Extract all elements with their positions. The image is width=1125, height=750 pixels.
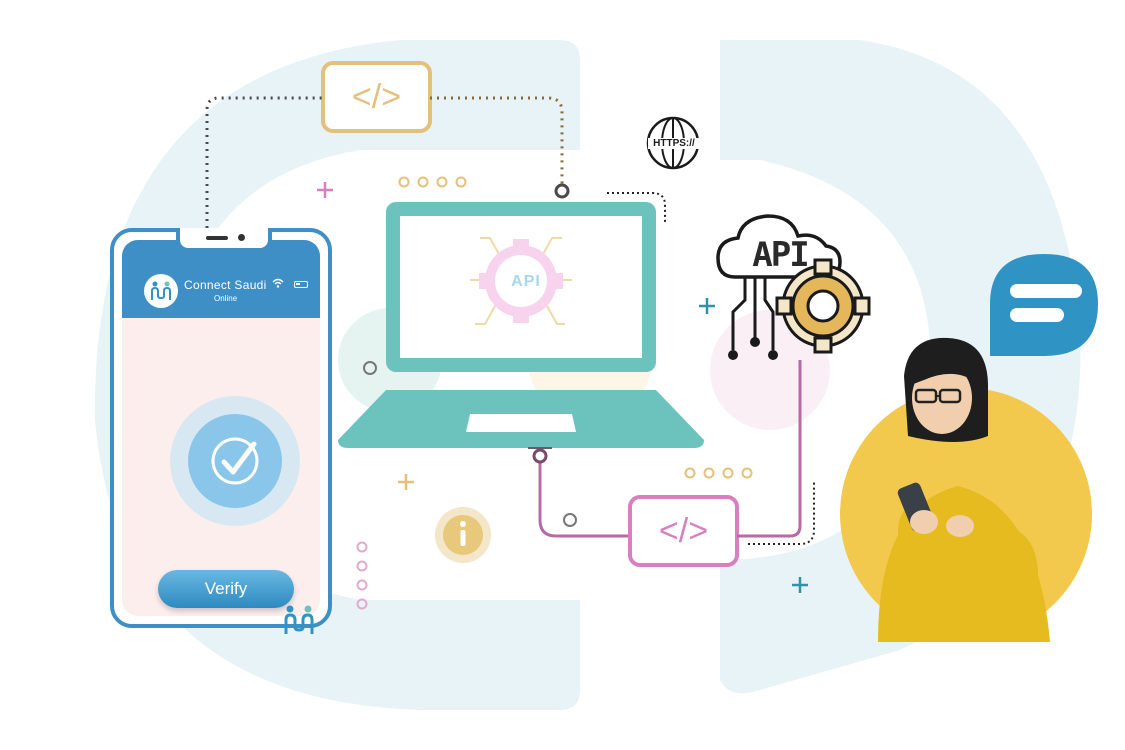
phone-mockup: Connect Saudi Online Verify	[110, 228, 332, 628]
app-logo-icon	[144, 274, 178, 308]
laptop-api-gear-icon	[470, 237, 572, 325]
camera-dot	[238, 234, 245, 241]
laptop-display	[400, 216, 642, 358]
checkmark-icon	[188, 414, 282, 508]
phone-screen: Connect Saudi Online Verify	[122, 240, 320, 616]
https-label: HTTPS://	[648, 138, 700, 149]
app-name: Connect Saudi	[184, 278, 267, 292]
dots-right	[684, 467, 753, 479]
phone-notch	[176, 228, 272, 252]
chat-bubble-icon	[990, 254, 1098, 356]
laptop-trackpad	[466, 414, 576, 432]
brand-logo-icon	[284, 605, 314, 634]
laptop-api-label: API	[511, 273, 541, 290]
laptop-screen	[386, 202, 656, 372]
connector-pink	[538, 460, 630, 538]
code-tag-bottom-icon: </>	[659, 512, 708, 550]
plus-icon	[699, 298, 715, 314]
connector-dotted-small	[607, 192, 666, 222]
connector-dotted-left	[205, 96, 323, 228]
small-ring	[363, 361, 377, 375]
connector-pink-right	[737, 360, 802, 538]
verified-badge	[170, 396, 300, 526]
circuit-lines	[731, 277, 775, 350]
plus-icon	[398, 474, 414, 490]
dots-vertical	[356, 541, 368, 610]
cloud-api-label: API	[752, 235, 809, 275]
gear-icon	[775, 258, 871, 354]
connector-dotted-bottom	[748, 480, 815, 545]
dots-top	[398, 176, 467, 188]
person-with-phone-illustration	[840, 337, 1092, 642]
wifi-icon	[272, 278, 284, 291]
plus-icon	[792, 577, 808, 593]
small-ring	[563, 513, 577, 527]
verify-button[interactable]: Verify	[158, 570, 294, 608]
cloud-icon	[716, 214, 842, 279]
code-tag-top-icon: </>	[352, 78, 401, 116]
connector-node	[532, 448, 548, 464]
speaker-slot	[206, 236, 228, 240]
battery-icon	[294, 281, 308, 288]
app-status: Online	[214, 294, 238, 303]
plus-icon	[317, 182, 333, 198]
code-tag-bottom-box	[628, 495, 739, 567]
connector-dotted-right	[430, 96, 564, 186]
connector-node	[554, 183, 570, 199]
app-header: Connect Saudi Online	[122, 240, 320, 318]
